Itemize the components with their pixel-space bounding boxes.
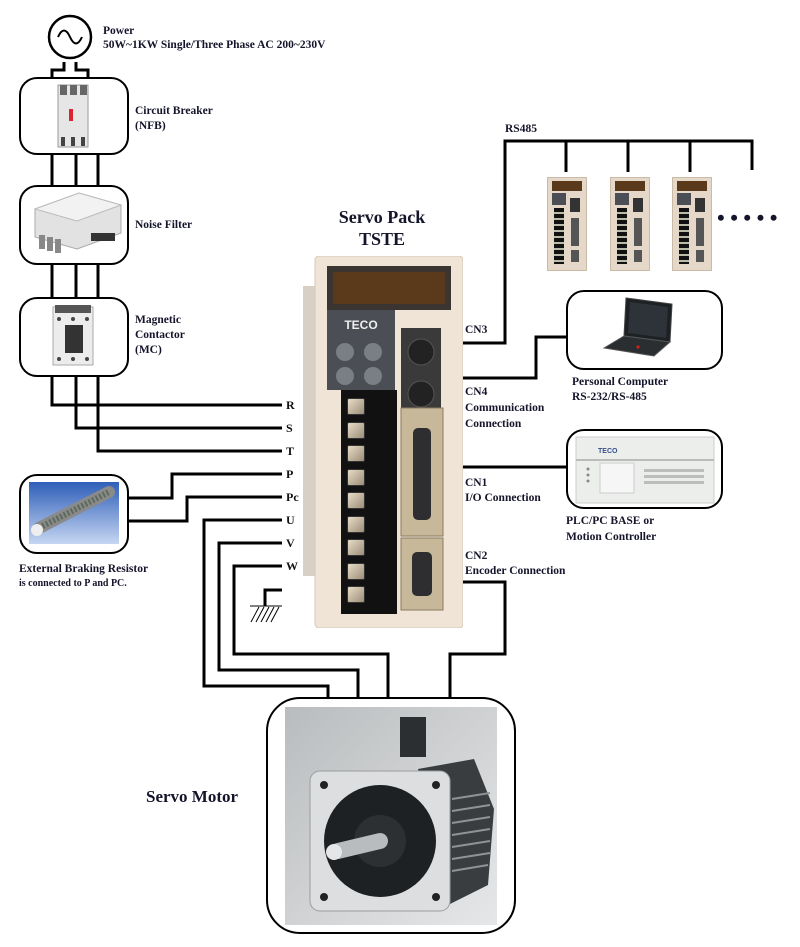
pc-label: Personal Computer	[572, 376, 669, 388]
terminal-s: S	[286, 421, 293, 435]
terminal-r: R	[286, 398, 295, 412]
braking-resistor-label: External Braking Resistor	[19, 563, 149, 575]
plc-box: TECO	[566, 429, 723, 509]
servo-motor-label: Servo Motor	[146, 787, 239, 806]
terminal-screw	[347, 445, 365, 462]
circuit-breaker-box	[19, 77, 129, 155]
terminal-screw	[347, 468, 365, 486]
plc-icon: TECO	[575, 436, 715, 504]
cn3-label: CN3	[465, 324, 488, 336]
terminal-screw	[347, 398, 365, 415]
plc-label-2: Motion Controller	[566, 531, 657, 543]
power-spec: 50W~1KW Single/Three Phase AC 200~230V	[103, 39, 326, 51]
power-title: Power	[103, 25, 135, 37]
magnetic-contactor-icon	[52, 305, 94, 366]
cn2-label: CN2	[465, 550, 488, 562]
cn4-label: CN4	[465, 386, 488, 398]
circuit-breaker-label: Circuit Breaker	[135, 105, 213, 117]
servo-motor-box	[266, 697, 516, 934]
circuit-breaker-sub: (NFB)	[135, 120, 166, 132]
plc-label: PLC/PC BASE or	[566, 515, 655, 527]
magnetic-contactor-box	[19, 297, 129, 377]
terminal-screw	[347, 492, 365, 509]
pc-interface: RS-232/RS-485	[572, 391, 647, 403]
rs485-label: RS485	[505, 123, 537, 135]
servo-pack-drive: TECO	[303, 256, 463, 628]
personal-computer-box	[566, 290, 723, 370]
cn2-desc: Encoder Connection	[465, 565, 566, 577]
cn1-desc: I/O Connection	[465, 492, 541, 504]
networked-drive	[672, 177, 712, 271]
magnetic-contactor-label-3: (MC)	[135, 344, 162, 356]
magnetic-contactor-label-1: Magnetic	[135, 314, 181, 326]
ac-power-source-icon	[47, 14, 93, 60]
laptop-icon	[602, 297, 673, 357]
terminal-u: U	[286, 513, 295, 527]
teco-brand: TECO	[344, 318, 377, 332]
terminal-screw	[347, 515, 365, 533]
servo-pack-title: Servo Pack	[338, 207, 426, 227]
terminal-p: P	[286, 467, 294, 481]
terminal-screw	[347, 562, 365, 580]
servo-motor-icon	[285, 707, 497, 925]
networked-drive	[547, 177, 587, 271]
braking-resistor-box	[19, 474, 129, 554]
terminal-screw	[347, 539, 365, 556]
noise-filter-icon	[33, 192, 123, 253]
cn4-desc-2: Connection	[465, 418, 522, 430]
magnetic-contactor-label-2: Contactor	[135, 329, 185, 341]
terminal-w: W	[286, 559, 298, 573]
noise-filter-label: Noise Filter	[135, 219, 193, 231]
more-drives-ellipsis: • • • • •	[717, 205, 778, 230]
cn1-label: CN1	[465, 477, 488, 489]
cn4-desc-1: Communication	[465, 402, 545, 414]
terminal-t: T	[286, 444, 295, 458]
terminal-screw	[347, 421, 365, 439]
servo-pack-model: TSTE	[358, 229, 406, 249]
terminal-pc: Pc	[286, 490, 299, 504]
noise-filter-box	[19, 185, 129, 265]
networked-drive	[610, 177, 650, 271]
terminal-v: V	[286, 536, 295, 550]
plc-brand: TECO	[598, 448, 618, 455]
braking-resistor-note: is connected to P and PC.	[19, 578, 127, 589]
terminal-screw	[347, 586, 365, 603]
circuit-breaker-icon	[57, 84, 89, 148]
braking-resistor-icon	[29, 482, 119, 544]
